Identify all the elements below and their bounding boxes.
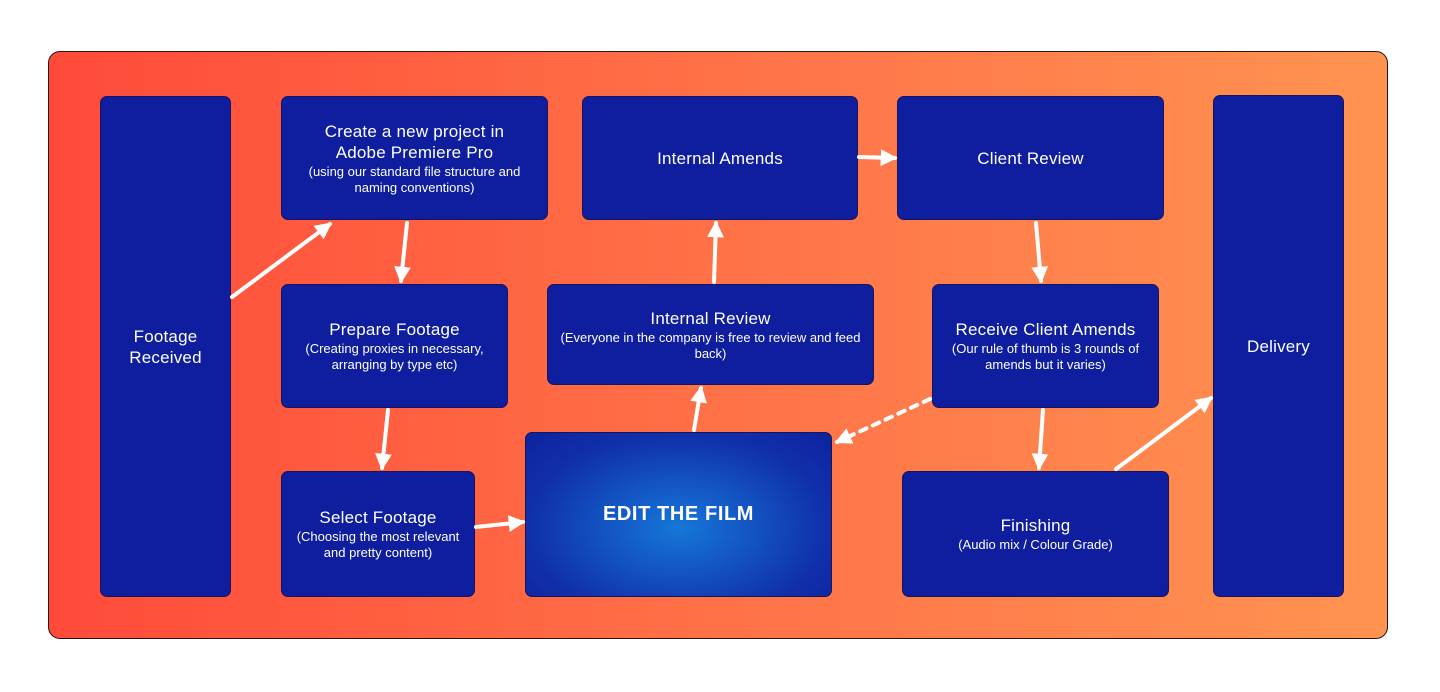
node-footage-received: Footage Received: [100, 96, 231, 597]
node-edit-the-film: EDIT THE FILM: [525, 432, 832, 597]
node-client-review-title: Client Review: [977, 148, 1084, 168]
node-internal-review-subtitle: (Everyone in the company is free to revi…: [560, 329, 861, 361]
node-delivery-title: Delivery: [1246, 336, 1310, 356]
node-internal-amends-title: Internal Amends: [657, 148, 783, 168]
node-create-project: Create a new project in Adobe Premiere P…: [281, 96, 548, 220]
node-internal-review-title: Internal Review: [650, 308, 771, 328]
node-prepare-footage: Prepare Footage (Creating proxies in nec…: [281, 284, 508, 408]
node-finishing-subtitle: (Audio mix / Colour Grade): [958, 537, 1113, 552]
node-footage-received-title: Footage Received: [129, 326, 202, 367]
node-prepare-footage-subtitle: (Creating proxies in necessary, arrangin…: [305, 341, 484, 372]
node-receive-client-amends: Receive Client Amends (Our rule of thumb…: [932, 284, 1159, 408]
node-select-footage-title: Select Footage: [319, 508, 437, 527]
node-finishing: Finishing (Audio mix / Colour Grade): [902, 471, 1169, 597]
node-create-project-subtitle: (using our standard file structure and n…: [308, 163, 521, 195]
node-receive-client-amends-subtitle: (Our rule of thumb is 3 rounds of amends…: [951, 341, 1140, 372]
node-finishing-title: Finishing: [1000, 516, 1071, 535]
node-internal-amends: Internal Amends: [582, 96, 858, 220]
node-edit-the-film-title: EDIT THE FILM: [602, 503, 755, 525]
node-select-footage: Select Footage (Choosing the most releva…: [281, 471, 475, 597]
node-client-review: Client Review: [897, 96, 1164, 220]
node-receive-client-amends-title: Receive Client Amends: [955, 320, 1136, 339]
node-internal-review: Internal Review (Everyone in the company…: [547, 284, 874, 385]
node-delivery: Delivery: [1213, 95, 1344, 597]
node-prepare-footage-title: Prepare Footage: [329, 320, 460, 339]
node-create-project-title: Create a new project in Adobe Premiere P…: [324, 121, 505, 162]
node-select-footage-subtitle: (Choosing the most relevant and pretty c…: [296, 529, 460, 560]
